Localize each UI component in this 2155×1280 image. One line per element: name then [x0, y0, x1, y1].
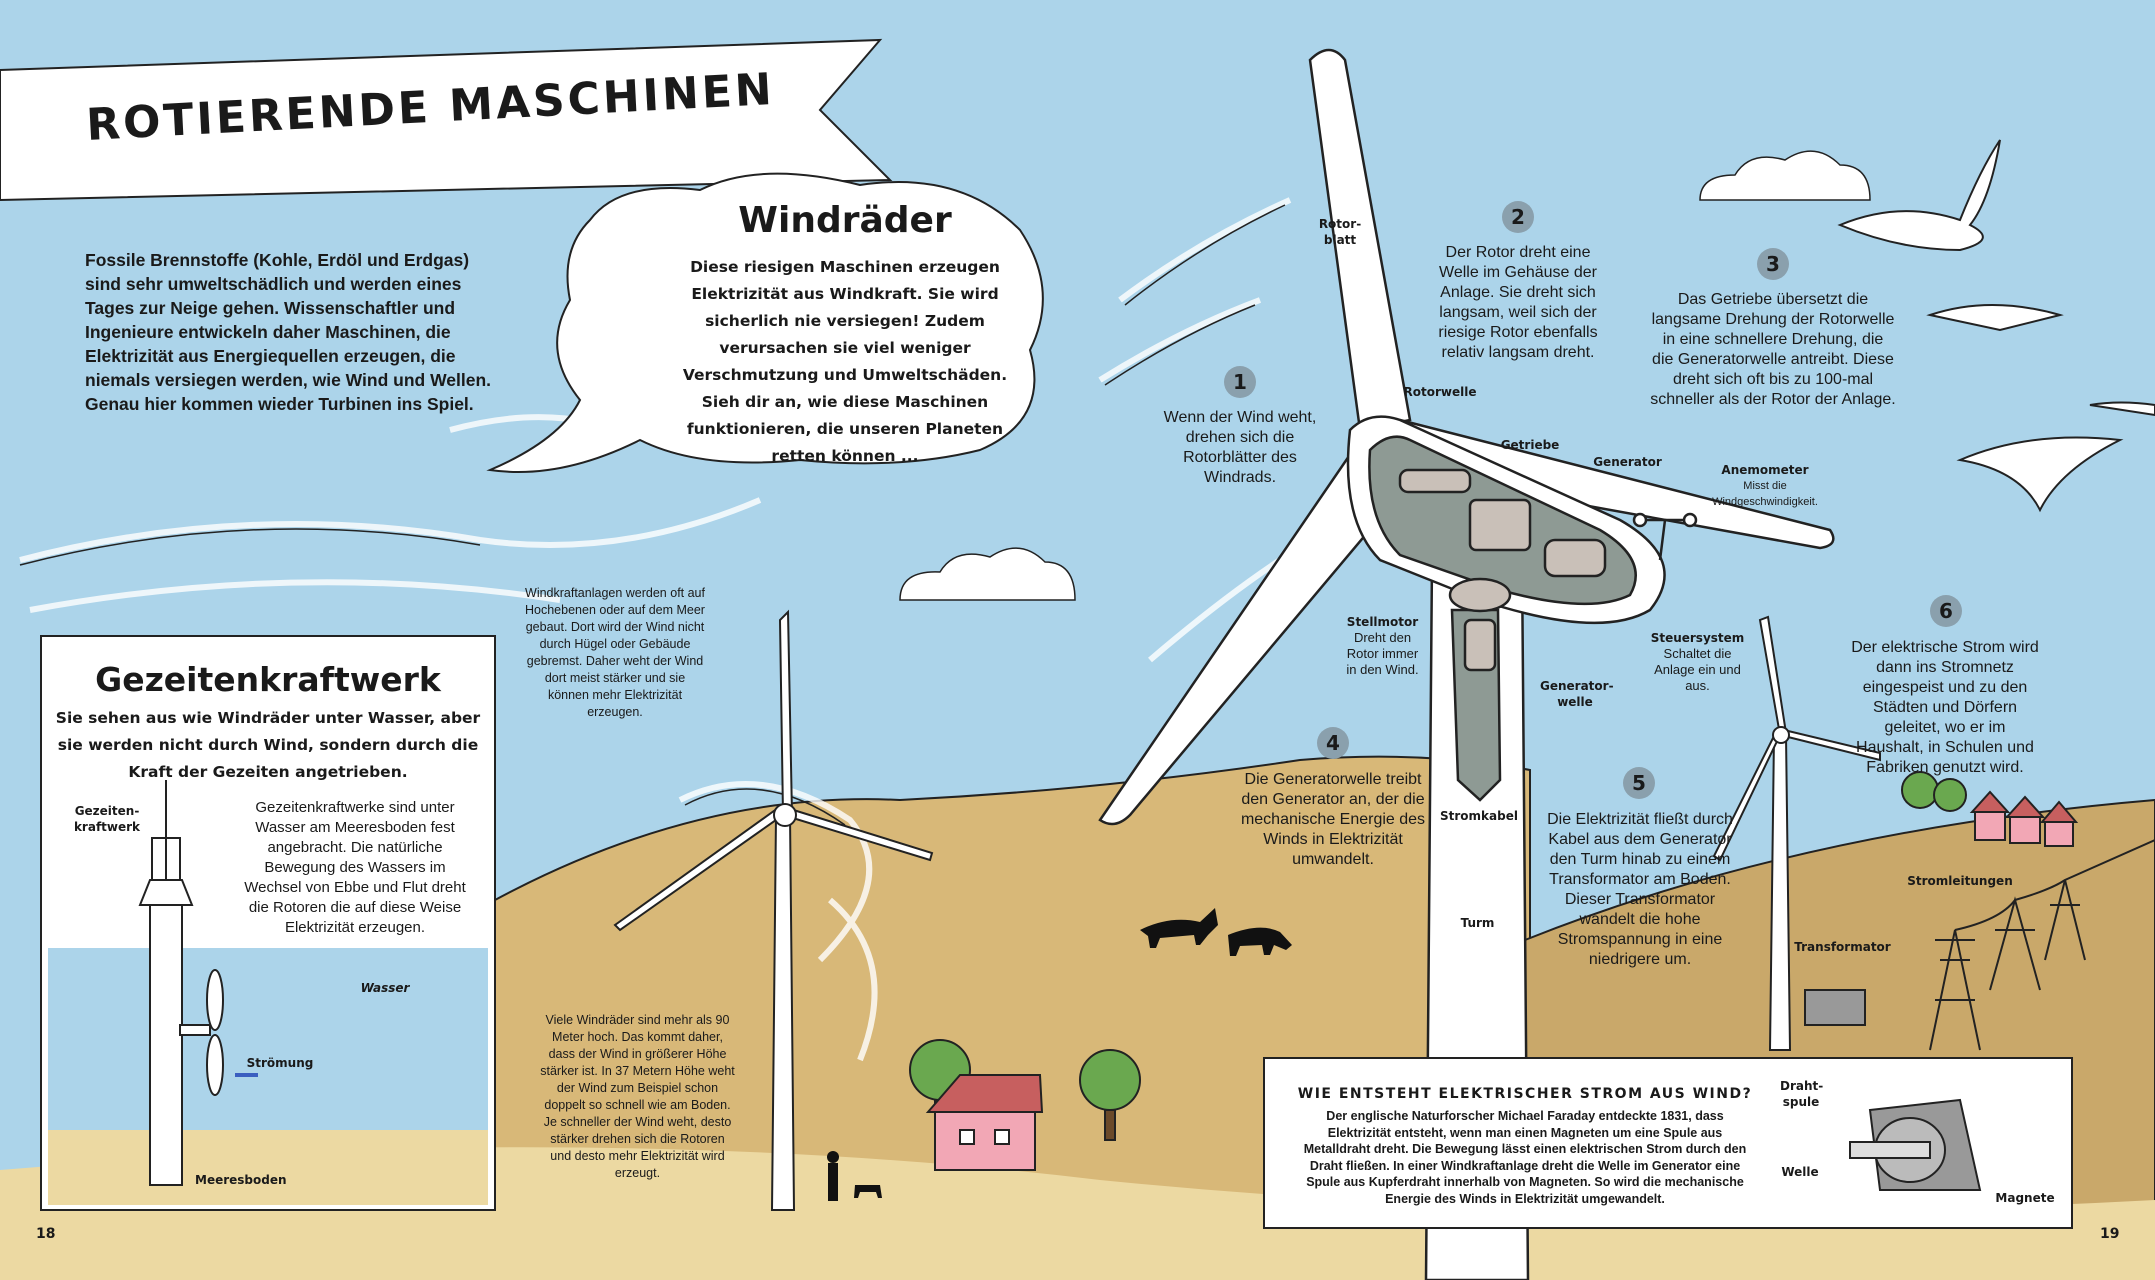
label-tidal-plant: Gezeiten-kraftwerk	[73, 804, 141, 834]
cloud-title: Windräder	[738, 200, 952, 241]
note-highlands: Windkraftanlagen werden oft auf Hocheben…	[525, 586, 705, 719]
step-3-text: Das Getriebe übersetzt die langsame Dreh…	[1650, 291, 1896, 408]
step-5-text: Die Elektrizität fließt durch Kabel aus …	[1547, 811, 1733, 968]
label-getriebe: Getriebe	[1500, 438, 1560, 452]
generator-coil-diagram	[1849, 1098, 1982, 1191]
anemometer-desc: Misst die Windgeschwindigkeit.	[1712, 480, 1818, 508]
cloud-text: Diese riesigen Maschinen erzeugen Elektr…	[682, 258, 1008, 465]
village	[1901, 771, 2079, 847]
person-and-dog	[827, 1151, 882, 1201]
label-stellmotor: Stellmotor Dreht den Rotor immer in den …	[1340, 614, 1425, 678]
note-height: Viele Windräder sind mehr als 90 Meter h…	[540, 1013, 735, 1180]
faraday-title: WIE ENTSTEHT ELEKTRISCHER STROM AUS WIND…	[1297, 1086, 1753, 1102]
label-steuersystem: Steuersystem Schaltet die Anlage ein und…	[1650, 630, 1745, 694]
label-drahtspule: Draht-spule	[1780, 1079, 1824, 1109]
tidal-title: Gezeitenkraftwerk	[95, 660, 441, 699]
sand-foreground	[0, 1147, 2155, 1280]
anemometer-mast	[1640, 518, 1690, 561]
page-number-left: 18	[36, 1226, 56, 1242]
stellmotor-title: Stellmotor	[1346, 615, 1419, 629]
label-rotorwelle: Rotorwelle	[1403, 385, 1477, 399]
label-water: Wasser	[360, 981, 410, 995]
cloud-shape	[486, 172, 1044, 473]
step-2-badge: 2	[1502, 201, 1534, 233]
step-1-badge: 1	[1224, 366, 1256, 398]
label-rotorblatt: Rotor-blatt	[1318, 217, 1362, 247]
step-1-text: Wenn der Wind weht, drehen sich die Roto…	[1163, 409, 1317, 486]
step-4-text: Die Generatorwelle treibt den Generator …	[1240, 771, 1426, 868]
farmhouse	[909, 1039, 1141, 1171]
label-transformator: Transformator	[1794, 940, 1891, 954]
wind-swirls	[19, 197, 1292, 1062]
transformer-box	[1804, 989, 1866, 1026]
small-clouds	[899, 150, 1871, 601]
yaw-motor	[1448, 577, 1512, 613]
blade-down	[1098, 438, 1422, 826]
swans	[1837, 139, 2155, 513]
step-2-text: Der Rotor dreht eine Welle im Gehäuse de…	[1438, 244, 1598, 361]
stellmotor-desc: Dreht den Rotor immer in den Wind.	[1346, 630, 1419, 677]
tidal-subtitle: Sie sehen aus wie Windräder unter Wasser…	[55, 709, 481, 781]
label-turm: Turm	[1460, 916, 1495, 930]
blade-right	[1388, 418, 1835, 550]
step-6-text: Der elektrische Strom wird dann ins Stro…	[1851, 639, 2039, 776]
intro-text: Fossile Brennstoffe (Kohle, Erdöl und Er…	[85, 250, 492, 414]
generator-drum	[1543, 538, 1607, 578]
label-magnete: Magnete	[1995, 1191, 2055, 1205]
step-3-badge: 3	[1757, 248, 1789, 280]
tidal-water	[48, 948, 488, 1138]
blade-up	[1308, 48, 1412, 432]
rotor-shaft	[1398, 468, 1472, 494]
tidal-seabed	[48, 1130, 488, 1205]
steuersystem-title: Steuersystem	[1650, 631, 1745, 645]
label-welle: Welle	[1781, 1165, 1819, 1179]
tidal-text: Gezeitenkraftwerke sind unter Wasser am …	[244, 799, 466, 936]
step-6-badge: 6	[1930, 595, 1962, 627]
steuersystem-desc: Schaltet die Anlage ein und aus.	[1654, 646, 1741, 693]
step-4-badge: 4	[1317, 727, 1349, 759]
label-seabed: Meeresboden	[195, 1173, 287, 1187]
small-turbine-right	[1712, 615, 1881, 1051]
label-anemometer: Anemometer Misst die Windgeschwindigkeit…	[1700, 462, 1830, 510]
banner-ribbon	[0, 38, 893, 202]
label-current: Strömung	[246, 1056, 314, 1070]
small-turbine-left	[613, 609, 934, 1211]
tidal-turbine	[138, 780, 258, 1186]
page-number-right: 19	[2100, 1226, 2120, 1242]
power-pylons	[1929, 839, 2155, 1051]
label-stromleitungen: Stromleitungen	[1907, 874, 2013, 888]
label-stromkabel: Stromkabel	[1440, 809, 1518, 823]
label-generator: Generator	[1593, 455, 1662, 469]
anemometer-title: Anemometer	[1721, 463, 1809, 477]
horses	[1140, 908, 1292, 956]
transformer-cylinder	[1463, 618, 1497, 672]
gearbox	[1468, 498, 1532, 552]
faraday-text: Der englische Naturforscher Michael Fara…	[1303, 1109, 1747, 1206]
step-5-badge: 5	[1623, 767, 1655, 799]
wind-swirl-lines	[19, 204, 1286, 826]
label-generatorwelle: Generator-welle	[1540, 679, 1614, 709]
